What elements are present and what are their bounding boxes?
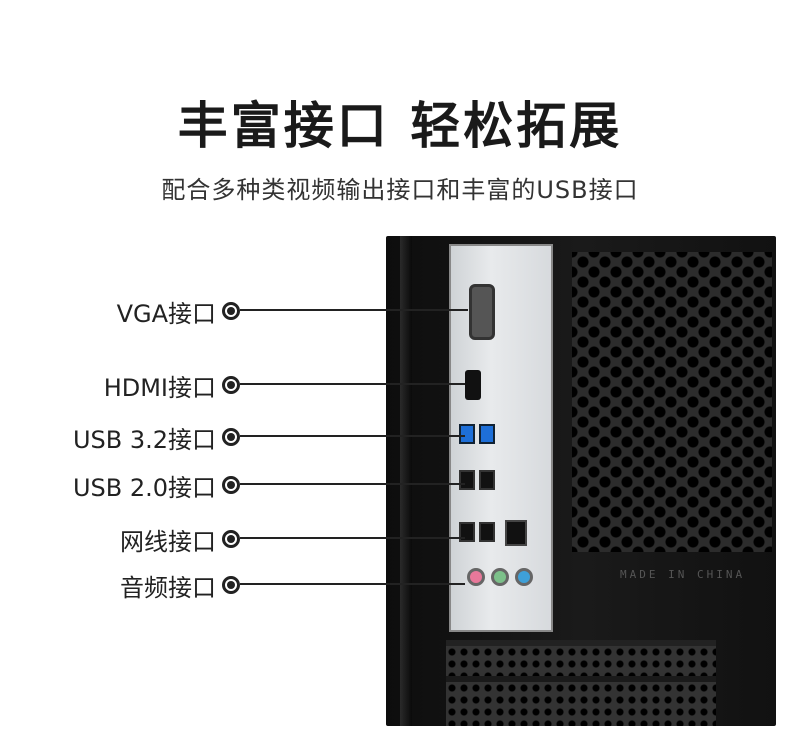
audio-green-jack-icon: [491, 568, 509, 586]
leader-line: [240, 583, 465, 585]
page-title: 丰富接口 轻松拓展: [177, 97, 623, 155]
usb-port-icon: [459, 522, 475, 542]
label-usb32: USB 3.2接口: [72, 426, 216, 454]
callout-dot-icon: [222, 376, 240, 394]
callout-dot-icon: [222, 576, 240, 594]
io-shield: [449, 244, 553, 632]
callout-dot-icon: [222, 428, 240, 446]
slot-divider: [446, 676, 716, 682]
page-subtitle: 配合多种类视频输出接口和丰富的USB接口: [161, 176, 639, 204]
leader-line: [240, 483, 465, 485]
case-edge: [400, 236, 412, 726]
audio-pink-jack-icon: [467, 568, 485, 586]
usb2-port-icon: [459, 470, 475, 490]
audio-blue-jack-icon: [515, 568, 533, 586]
leader-line: [240, 383, 465, 385]
usb-port-icon: [479, 522, 495, 542]
usb3-port-icon: [479, 424, 495, 444]
label-hdmi: HDMI接口: [103, 374, 216, 402]
usb2-port-icon: [479, 470, 495, 490]
callout-dot-icon: [222, 476, 240, 494]
label-vga: VGA接口: [116, 300, 216, 328]
usb3-port-icon: [459, 424, 475, 444]
leader-line: [240, 435, 465, 437]
label-audio: 音频接口: [120, 574, 216, 602]
expansion-slots: [446, 640, 716, 726]
leader-line: [240, 537, 465, 539]
callout-dot-icon: [222, 530, 240, 548]
hdmi-port-icon: [465, 370, 481, 400]
vga-port-icon: [469, 284, 495, 340]
fan-vent-grille: [572, 252, 772, 552]
label-lan: 网线接口: [120, 528, 216, 556]
lan-port-icon: [505, 520, 527, 546]
leader-line: [240, 309, 468, 311]
label-usb20: USB 2.0接口: [72, 474, 216, 502]
callout-dot-icon: [222, 302, 240, 320]
made-in-label: MADE IN CHINA: [620, 568, 746, 581]
